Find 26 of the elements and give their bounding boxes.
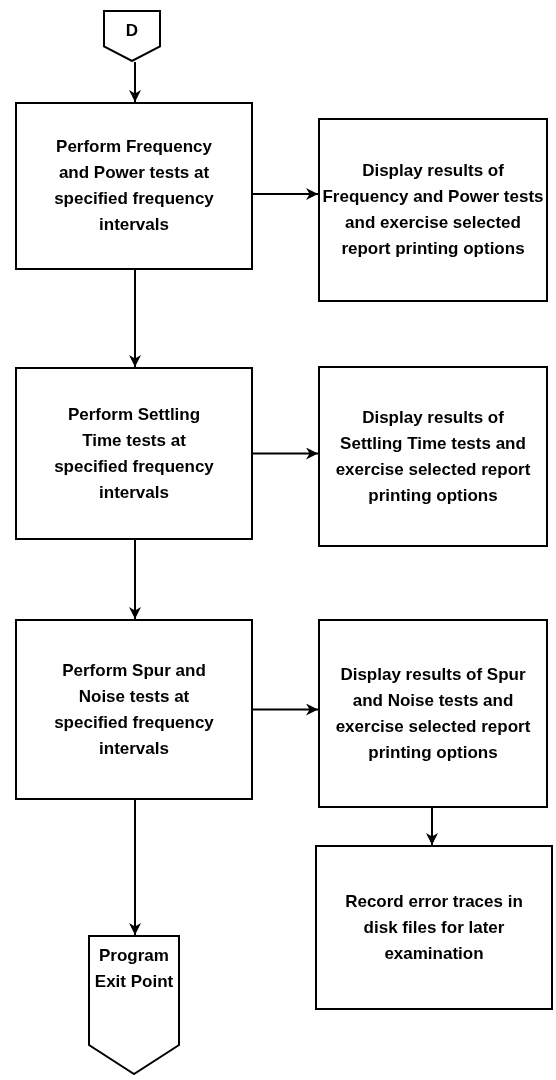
node-label: Record error traces in disk files for later examination	[344, 890, 524, 965]
process-box	[318, 118, 548, 302]
node-label: Display results of Settling Time tests and exercise selected report printing options	[334, 406, 532, 507]
arrow	[252, 703, 319, 716]
arrow	[426, 807, 438, 846]
node-label: Perform Spur and Noise tests at specified frequency intervals	[53, 659, 215, 760]
process-box	[15, 102, 253, 270]
off-page-connector	[88, 935, 180, 1075]
arrow	[129, 61, 141, 103]
process-box	[318, 619, 548, 808]
process-box	[315, 845, 553, 1010]
node-label: Program Exit Point	[93, 945, 175, 993]
node-label: Display results of Spur and Noise tests and exercise selected report printing options	[334, 663, 532, 764]
node-label: Perform Settling Time tests at specified frequency intervals	[54, 403, 214, 504]
node-label: Display results of Frequency and Power tests and exercise selected report printing options	[321, 160, 545, 260]
node-label: Perform Frequency and Power tests at specified frequency intervals	[53, 136, 215, 236]
node-label: D	[125, 20, 139, 42]
off-page-connector	[103, 10, 161, 62]
process-box	[15, 367, 253, 540]
arrow	[129, 269, 141, 368]
arrow	[129, 799, 141, 936]
arrow	[252, 188, 319, 200]
process-box	[318, 366, 548, 547]
process-box	[15, 619, 253, 800]
arrow	[129, 539, 141, 620]
arrow	[252, 447, 319, 460]
